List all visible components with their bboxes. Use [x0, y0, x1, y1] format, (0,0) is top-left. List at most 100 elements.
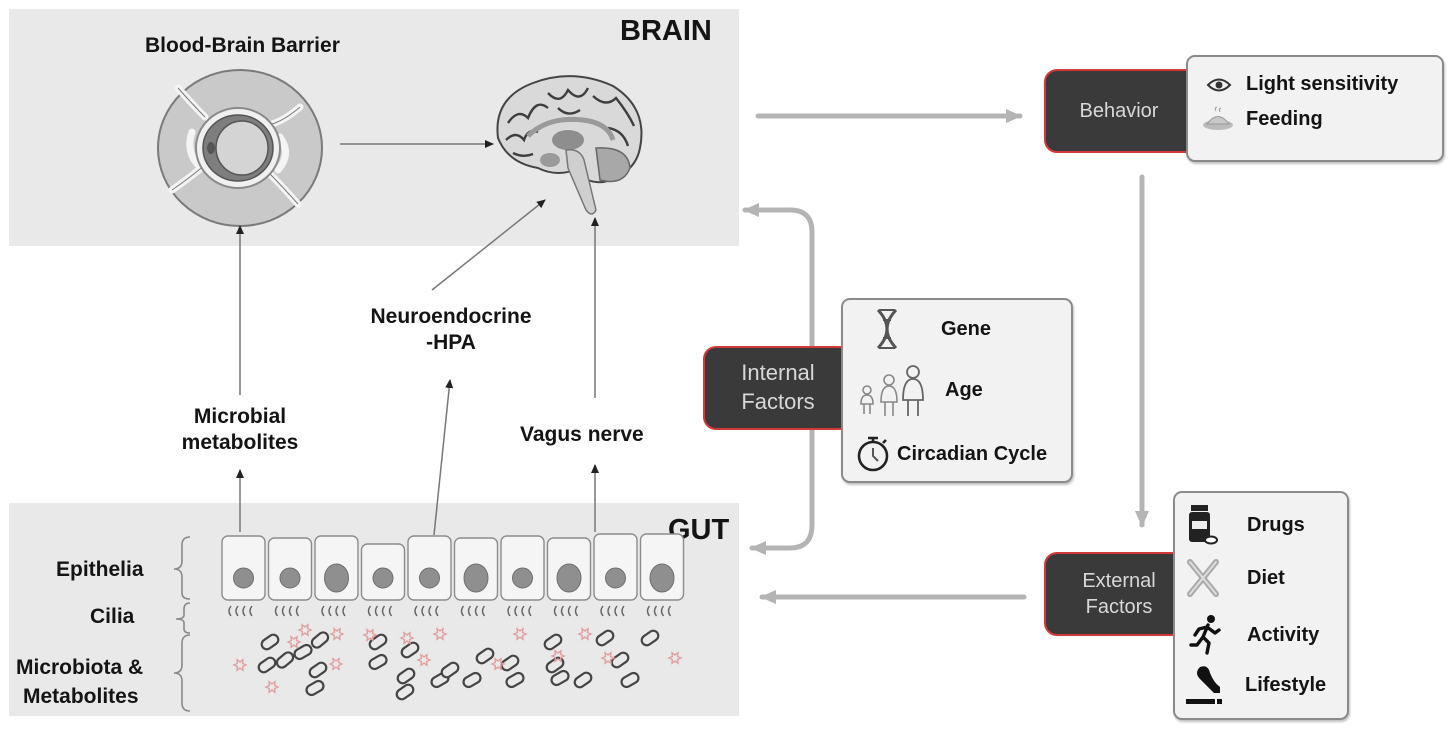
neuroendocrine-label: Neuroendocrine -HPA: [345, 304, 557, 355]
cilium: [646, 605, 651, 617]
metabolite: [512, 627, 528, 641]
external-item-lifestyle: Lifestyle: [1186, 665, 1327, 705]
cilium: [507, 605, 511, 617]
cell-nucleus: [233, 567, 254, 589]
bbb-label: Blood-Brain Barrier: [145, 34, 340, 57]
cell-nucleus: [324, 563, 349, 593]
running-person-icon: [1189, 615, 1221, 655]
cilium: [274, 605, 279, 617]
microbial-line1: Microbial: [193, 405, 287, 428]
cilium: [242, 605, 246, 617]
metabolite: [490, 657, 506, 671]
cell-nucleus: [512, 567, 533, 589]
metabolite: [264, 680, 280, 694]
arrow-internal-to-gut: [749, 417, 815, 555]
external-info-box: Drugs Diet Activity Lifestyle: [1173, 491, 1349, 720]
arrow-neuro-to-brain: [431, 199, 546, 291]
cilium: [321, 605, 325, 617]
cilium: [428, 605, 432, 617]
cilium: [667, 605, 672, 617]
cilium: [528, 605, 532, 617]
cilium: [553, 605, 558, 617]
utensils-icon: [1187, 559, 1219, 597]
internal-label-line2: Factors: [741, 389, 815, 414]
microbe: [620, 671, 640, 689]
microbe: [595, 629, 615, 647]
smoking-icon: [1186, 665, 1222, 705]
layer-label-microbiota: Microbiota &: [16, 656, 144, 679]
layer-label-cilia: Cilia: [90, 605, 135, 628]
cilium: [474, 605, 479, 617]
cilium: [607, 605, 611, 617]
cilium: [574, 605, 579, 617]
layer-label-metabolites: Metabolites: [23, 685, 139, 708]
microbial-metabolites-label: Microbial metabolites: [165, 404, 315, 455]
vagus-nerve-label: Vagus nerve: [520, 423, 644, 446]
microbe: [308, 661, 328, 679]
microbe: [543, 633, 563, 651]
behavior-item-light: Light sensitivity: [1204, 73, 1398, 96]
microbe: [462, 671, 482, 689]
microbe: [610, 651, 630, 669]
microbe: [545, 656, 565, 674]
metabolite: [432, 627, 448, 641]
metabolite: [600, 651, 616, 665]
cell-nucleus: [463, 563, 489, 593]
microbe: [640, 629, 660, 647]
cilium: [653, 605, 658, 617]
metabolite: [550, 649, 566, 663]
microbe: [550, 669, 570, 687]
microbe: [573, 671, 593, 689]
cell-nucleus: [649, 563, 675, 593]
microbe: [257, 656, 277, 674]
cell-nucleus: [605, 567, 626, 589]
cilium: [567, 605, 572, 617]
microbe: [400, 641, 420, 659]
cilium: [421, 605, 425, 617]
layer-braces: [173, 536, 191, 712]
cilium: [467, 605, 472, 617]
eye-icon: [1204, 78, 1234, 92]
cilium: [328, 605, 332, 617]
behavior-item-label: Light sensitivity: [1246, 73, 1399, 95]
microbe: [368, 653, 388, 671]
metabolite: [297, 623, 313, 637]
metabolite: [329, 627, 345, 641]
external-label-line1: External: [1082, 570, 1156, 592]
cell-nucleus: [279, 567, 301, 589]
layer-label-epithelia: Epithelia: [56, 558, 144, 581]
metabolite: [362, 628, 378, 642]
blood-brain-barrier-illustration: [157, 69, 323, 227]
cilium: [228, 605, 232, 617]
behavior-item-feeding: Feeding: [1202, 106, 1323, 131]
food-icon: [1202, 106, 1234, 131]
cilium: [621, 605, 625, 617]
external-item-label: Diet: [1247, 566, 1285, 589]
cilium: [281, 605, 286, 617]
cell-nucleus: [419, 567, 440, 589]
metabolite: [416, 653, 432, 667]
metabolite: [399, 631, 415, 645]
metabolite: [577, 627, 593, 641]
cilium: [514, 605, 518, 617]
metabolite: [232, 658, 248, 672]
cilium: [560, 605, 565, 617]
internal-label-line1: Internal: [741, 360, 815, 386]
cell-nucleus: [372, 567, 394, 589]
microbe: [396, 667, 416, 685]
external-item-label: Lifestyle: [1245, 673, 1327, 696]
microbial-line2: metabolites: [181, 430, 299, 454]
cilium: [660, 605, 665, 617]
microbe: [395, 683, 415, 701]
cilium: [600, 605, 604, 617]
cilium: [295, 605, 300, 617]
dna-icon: [875, 308, 899, 350]
microbe: [440, 661, 460, 679]
neuro-line1: Neuroendocrine: [370, 305, 532, 328]
arrow-internal-to-brain: [742, 203, 815, 363]
microbe: [310, 631, 330, 649]
cilium: [521, 605, 525, 617]
external-label-line2: Factors: [1085, 596, 1153, 618]
internal-item-label: Circadian Cycle: [897, 442, 1048, 465]
cilium: [481, 605, 486, 617]
